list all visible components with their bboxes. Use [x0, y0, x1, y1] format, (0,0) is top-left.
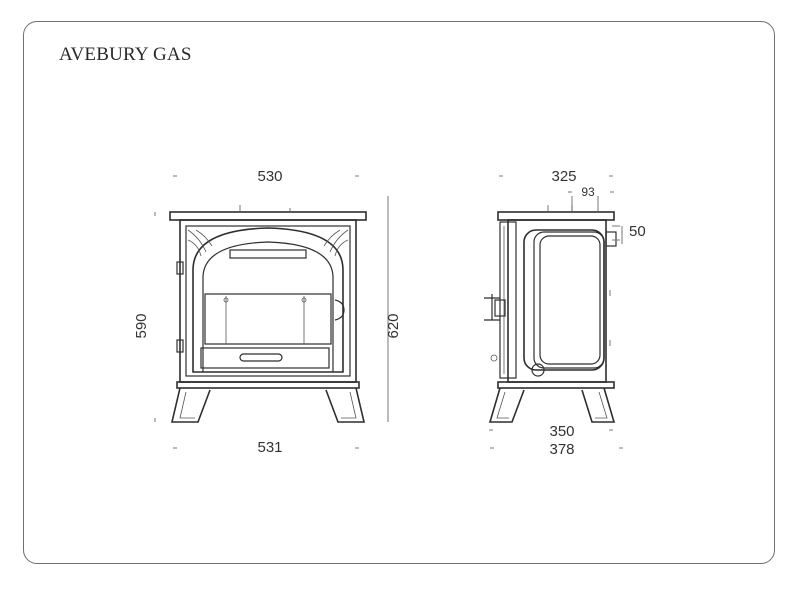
front-arched-window	[192, 227, 344, 373]
side-top-plate	[497, 211, 615, 221]
side-flue-offset-label: 93	[581, 185, 595, 199]
side-body	[507, 219, 607, 383]
side-panel	[523, 229, 605, 371]
overall-height-label: 620	[385, 313, 402, 338]
front-body-height-label: 590	[133, 313, 150, 338]
side-view	[484, 205, 617, 423]
side-flue-height-label: 50	[629, 223, 646, 240]
front-top-plate	[169, 211, 367, 221]
diagram-frame	[23, 21, 775, 564]
side-overall-depth-label: 378	[549, 441, 574, 458]
front-view	[169, 205, 367, 423]
front-door-frame	[185, 225, 351, 377]
side-top-depth-label: 325	[551, 168, 576, 185]
front-top-width-label: 530	[257, 168, 282, 185]
front-bottom-width-label: 531	[257, 439, 282, 456]
front-body	[179, 219, 357, 383]
side-base-depth-label: 350	[549, 423, 574, 440]
page-title: AVEBURY GAS	[59, 44, 192, 65]
